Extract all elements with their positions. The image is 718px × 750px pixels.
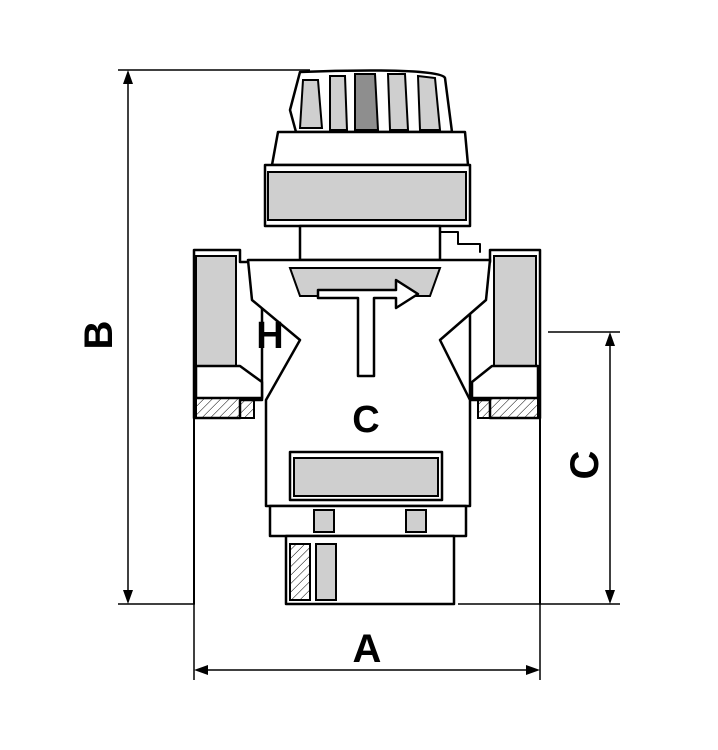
dimension-c xyxy=(458,331,620,605)
dimension-a-label: A xyxy=(353,627,382,671)
dimension-b xyxy=(118,69,310,605)
dimension-c-label: C xyxy=(563,451,607,480)
right-port-housing xyxy=(468,248,542,605)
dimension-a xyxy=(193,604,541,680)
bottom-nut xyxy=(268,504,468,606)
port-c-label: C xyxy=(352,399,379,441)
left-port-housing xyxy=(192,248,264,605)
valve-body xyxy=(246,258,492,508)
valve-neck xyxy=(298,224,481,262)
t-arrow-right-icon xyxy=(316,278,420,378)
dimension-b-label: B xyxy=(77,321,121,350)
adjustment-knob xyxy=(263,69,472,228)
port-h-label: H xyxy=(256,315,283,357)
